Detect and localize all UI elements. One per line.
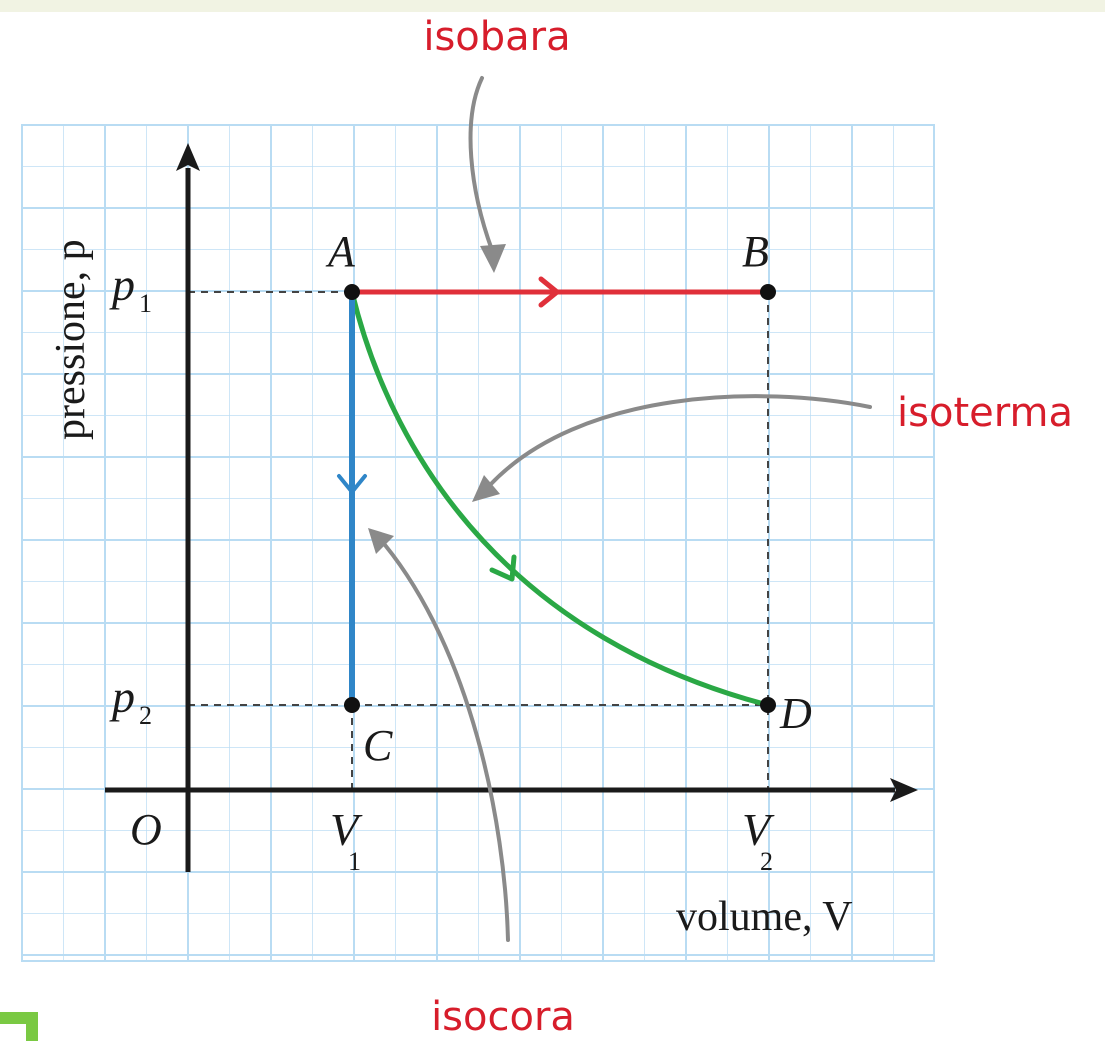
axes [105,143,918,872]
isobar-direction-arrow [538,276,560,308]
tick-p2: p [109,671,135,722]
isotherm-pointer-head [472,475,500,502]
point-D [760,697,776,713]
label-point-D: D [779,689,812,738]
isobar-pointer [468,76,494,252]
tick-v2-subscript: 2 [760,847,773,876]
label-isochore: isocora [431,994,575,1040]
tick-v2: V [742,804,775,855]
label-isobar: isobara [423,14,570,60]
label-isotherm: isoterma [897,390,1073,436]
point-B [760,284,776,300]
isobar-pointer-head [480,244,506,273]
isochore-direction-arrow [337,474,367,494]
isotherm-pointer [488,394,872,487]
label-origin: O [130,805,162,854]
y-axis-arrowhead [176,143,200,171]
pointer-arrows [383,76,872,942]
top-strip [0,0,1105,12]
corner-mark [0,1012,38,1041]
isochore-pointer [383,543,510,942]
isotherm-curve [349,291,769,708]
isochore-pointer-head [368,528,394,554]
state-points [344,284,776,713]
tick-p2-subscript: 2 [139,701,152,730]
x-axis-arrowhead [890,778,918,802]
y-axis-title: pressione, p [48,239,94,440]
isotherm-direction-arrow [489,554,517,582]
label-point-A: A [325,227,356,276]
point-A [344,284,360,300]
guide-lines [188,291,769,790]
tick-p1: p [109,259,135,310]
tick-v1: V [330,804,363,855]
tick-p1-subscript: 1 [139,289,152,318]
pointer-arrowheads [368,244,506,554]
label-point-C: C [363,721,393,770]
x-axis-title: volume, V [676,894,853,940]
label-point-B: B [742,227,769,276]
tick-v1-subscript: 1 [348,847,361,876]
point-C [344,697,360,713]
grid-lines [22,125,934,961]
